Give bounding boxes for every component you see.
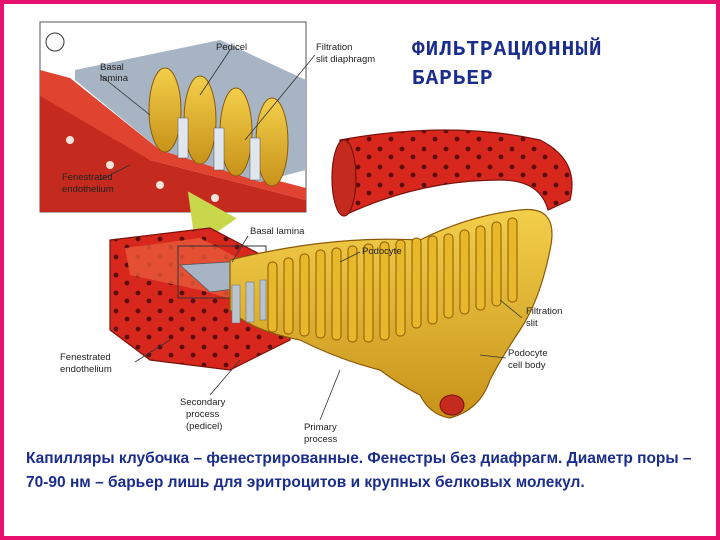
inset-label-slit-2: slit diaphragm	[316, 54, 375, 65]
label-fenestrated-1: Fenestrated	[60, 352, 111, 363]
slide-caption: Капилляры клубочка – фенестрированные. Ф…	[26, 450, 692, 491]
inset-panel: Pedicel Basal lamina Filtration slit dia…	[39, 21, 375, 213]
podocyte-cell-body	[229, 208, 553, 419]
inset-label-fenestrated-1: Fenestrated	[62, 172, 113, 183]
inset-label-basal-2: lamina	[100, 73, 129, 84]
label-secondary-3: (pedicel)	[186, 421, 222, 432]
label-basal-lamina: Basal lamina	[250, 226, 305, 237]
slide-title: ФИЛЬТРАЦИОННЫЙ БАРЬЕР	[412, 36, 708, 94]
inset-pedicels	[148, 67, 289, 187]
label-primary-2: process	[304, 434, 338, 445]
label-podocyte-cell-body-2: cell body	[508, 360, 546, 371]
inset-endothelium	[40, 90, 306, 212]
label-filtration-slit-2: slit	[526, 318, 538, 329]
title-line-1: ФИЛЬТРАЦИОННЫЙ	[412, 39, 603, 62]
inset-label-slit-1: Filtration	[316, 42, 352, 53]
title-line-2: БАРЬЕР	[412, 68, 494, 91]
inset-label-pedicel: Pedicel	[216, 42, 247, 53]
label-filtration-slit-1: Filtration	[526, 306, 562, 317]
label-secondary-2: process	[186, 409, 220, 420]
label-primary-1: Primary	[304, 422, 337, 433]
label-podocyte: Podocyte	[362, 246, 402, 257]
podocyte	[229, 208, 553, 419]
label-secondary-1: Secondary	[180, 397, 226, 408]
capillary-upper	[339, 129, 573, 216]
inset-label-fenestrated-2: endothelium	[62, 184, 114, 195]
label-podocyte-cell-body-1: Podocyte	[508, 348, 548, 359]
inset-label-basal-1: Basal	[100, 62, 124, 73]
label-fenestrated-2: endothelium	[60, 364, 112, 375]
